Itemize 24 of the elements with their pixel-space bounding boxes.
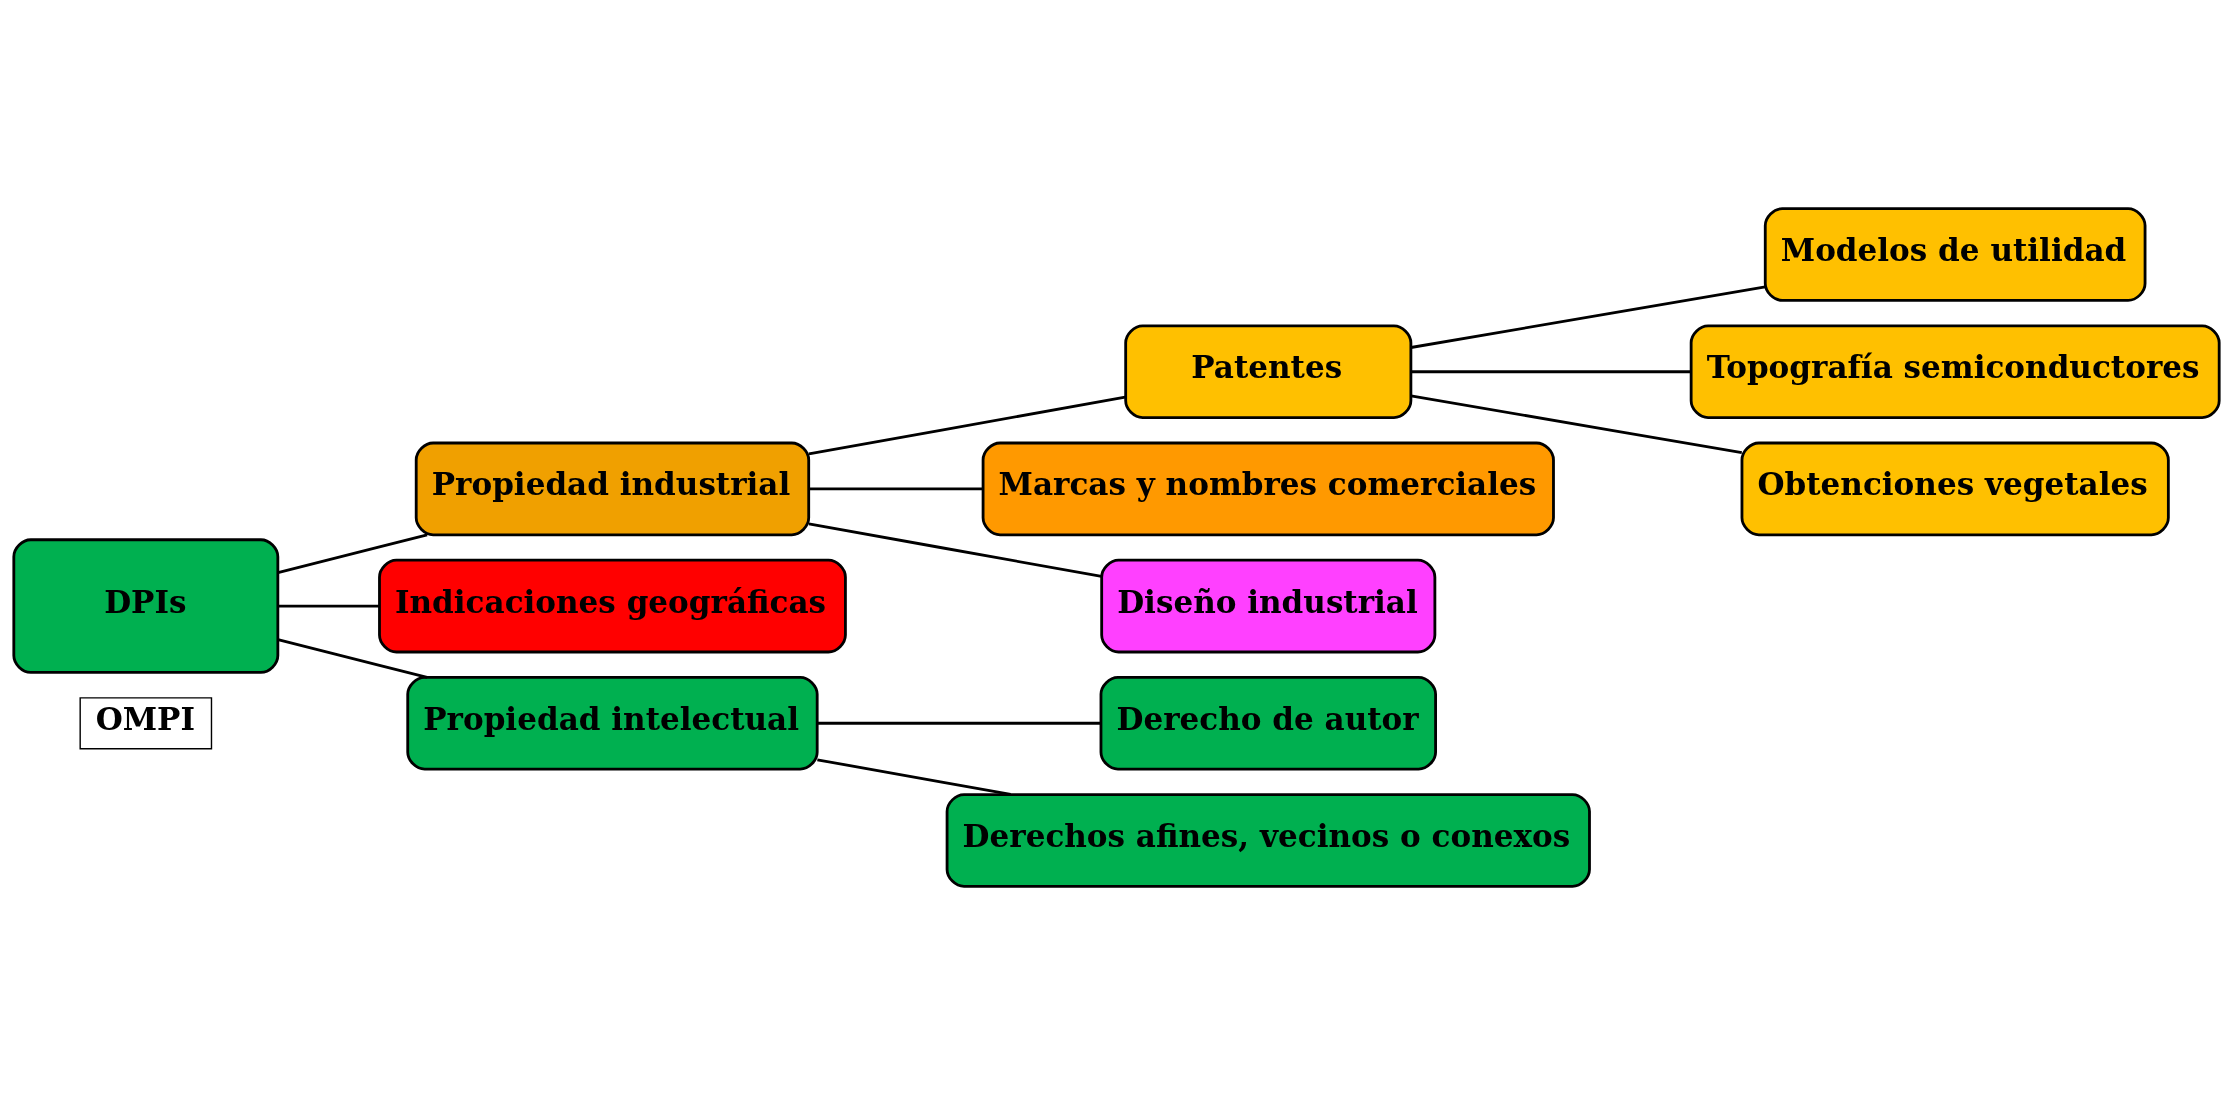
node-box: Diseño industrial	[1100, 558, 1437, 654]
connector	[817, 758, 1011, 796]
connector	[278, 604, 380, 608]
connector	[808, 487, 983, 491]
node-box: Derechos afines, vecinos o conexos	[945, 793, 1591, 888]
connector	[1411, 370, 1691, 374]
connector	[277, 533, 428, 574]
node-box: Indicaciones geográficas	[378, 558, 847, 654]
node-box: Propiedad intelectual	[406, 676, 819, 771]
connector	[808, 522, 1102, 578]
connector	[1410, 394, 1742, 454]
node-box: Propiedad industrial	[414, 441, 811, 537]
node-box: Topografía semiconductores	[1689, 324, 2221, 420]
connector	[1410, 285, 1766, 349]
node-box: Patentes	[1124, 324, 1413, 420]
connector	[277, 638, 428, 679]
node-box: Modelos de utilidad	[1763, 207, 2147, 302]
node-box: Marcas y nombres comerciales	[981, 441, 1555, 537]
connector	[817, 721, 1101, 725]
connector	[808, 395, 1126, 456]
node-box: Obtenciones vegetales	[1740, 441, 2170, 537]
node-box: DPIs	[12, 538, 280, 674]
node-box: OMPI	[79, 697, 213, 750]
node-box: Derecho de autor	[1099, 676, 1437, 771]
